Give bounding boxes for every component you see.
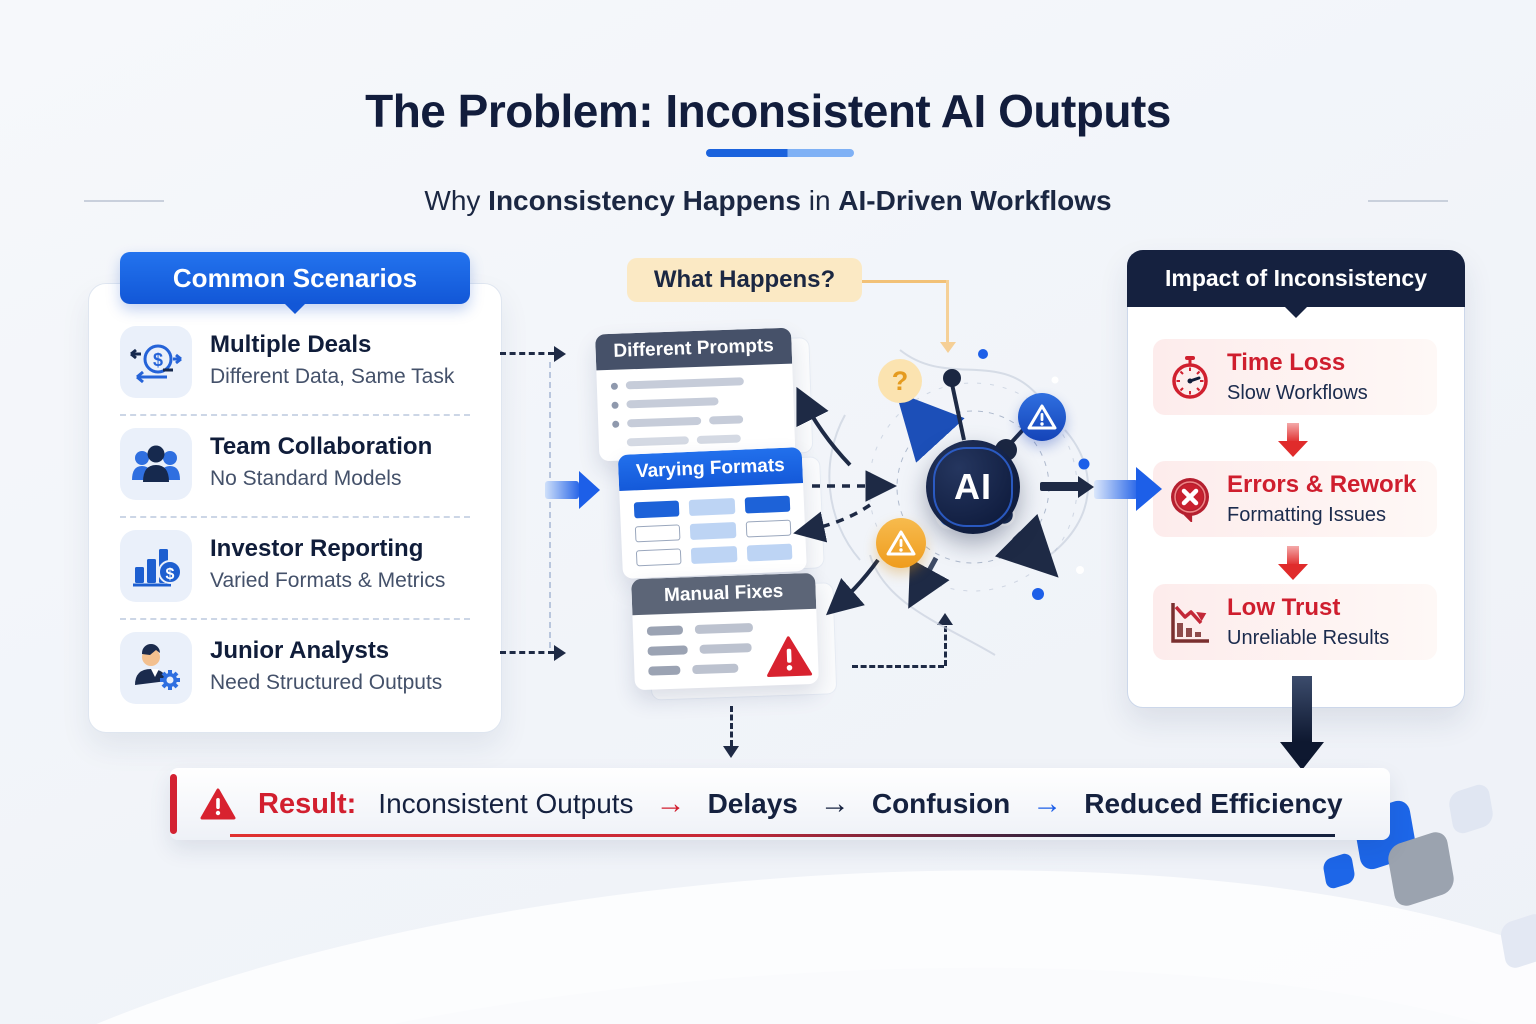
impact-header: Impact of Inconsistency bbox=[1127, 250, 1465, 307]
scenario-title: Team Collaboration bbox=[210, 433, 433, 460]
scenario-item: $ Investor Reporting Varied Formats & Me… bbox=[120, 530, 472, 606]
subtitle-part: Inconsistency Happens bbox=[488, 185, 801, 216]
arrowhead bbox=[940, 342, 956, 353]
flow-connector bbox=[944, 626, 947, 666]
flow-arrow-blue bbox=[1094, 480, 1138, 499]
warning-badge-amber bbox=[876, 518, 926, 568]
impact-down-arrow bbox=[1292, 676, 1312, 742]
red-down-arrow bbox=[1287, 423, 1299, 441]
result-step: Delays bbox=[707, 788, 798, 819]
scenario-subtitle: No Standard Models bbox=[210, 467, 402, 490]
flow-connector bbox=[500, 352, 554, 355]
what-happens-label: What Happens? bbox=[627, 258, 862, 302]
red-down-arrow bbox=[1287, 546, 1299, 564]
subtitle-part: in bbox=[800, 185, 839, 216]
flow-connector bbox=[730, 706, 733, 746]
result-step: Confusion bbox=[871, 788, 1011, 819]
scenario-item: Junior Analysts Need Structured Outputs bbox=[120, 632, 472, 708]
orange-connector bbox=[862, 280, 948, 283]
decor-diamond bbox=[1447, 781, 1495, 837]
flow-arrow: → bbox=[819, 787, 850, 820]
scenario-title: Investor Reporting bbox=[210, 535, 424, 562]
team-icon bbox=[120, 428, 192, 500]
result-accent bbox=[170, 774, 177, 834]
question-mark: ? bbox=[891, 365, 909, 396]
impact-subtitle: Formatting Issues bbox=[1227, 504, 1386, 526]
scenario-subtitle: Different Data, Same Task bbox=[210, 365, 455, 388]
impact-title: Errors & Rework bbox=[1227, 471, 1417, 498]
arrowhead bbox=[554, 645, 566, 661]
card-manual-fixes: Manual Fixes bbox=[631, 572, 838, 701]
orange-connector bbox=[946, 280, 949, 342]
card-varying-formats: Varying Formats bbox=[617, 447, 825, 579]
flow-connector bbox=[549, 362, 551, 648]
scenario-item: Team Collaboration No Standard Models bbox=[120, 428, 472, 504]
flow-arrow: → bbox=[655, 787, 686, 820]
scenario-subtitle: Varied Formats & Metrics bbox=[210, 569, 446, 592]
subtitle-part: AI-Driven Workflows bbox=[838, 185, 1112, 216]
result-step: Reduced Efficiency bbox=[1084, 788, 1343, 819]
arrowhead bbox=[554, 346, 566, 362]
flow-connector bbox=[500, 651, 554, 654]
arrowhead bbox=[1078, 476, 1094, 498]
arrowhead bbox=[1278, 441, 1308, 457]
flow-connector bbox=[852, 665, 944, 668]
scenario-subtitle: Need Structured Outputs bbox=[210, 671, 443, 694]
result-bar: Result: Inconsistent Outputs → Delays → … bbox=[170, 768, 1390, 840]
stopwatch-icon bbox=[1167, 354, 1213, 400]
page-subtitle: Why Inconsistency Happens in AI-Driven W… bbox=[0, 185, 1536, 217]
impact-panel: Impact of Inconsistency bbox=[1127, 250, 1465, 708]
scenarios-header: Common Scenarios bbox=[120, 252, 470, 304]
result-step: Inconsistent Outputs bbox=[378, 788, 634, 819]
arrowhead bbox=[723, 746, 739, 758]
warning-triangle-icon bbox=[765, 635, 813, 684]
arrowhead bbox=[1278, 564, 1308, 580]
subtitle-part: Why bbox=[424, 185, 489, 216]
arrowhead bbox=[579, 471, 600, 509]
impact-title: Time Loss bbox=[1227, 349, 1346, 376]
warning-triangle-icon bbox=[200, 788, 236, 821]
page-title: The Problem: Inconsistent AI Outputs bbox=[365, 85, 1171, 137]
arrowhead bbox=[1136, 467, 1162, 511]
impact-item: Low Trust Unreliable Results bbox=[1153, 584, 1437, 660]
arrowhead bbox=[937, 613, 953, 625]
title-underline bbox=[706, 149, 854, 157]
scenario-title: Junior Analysts bbox=[210, 637, 390, 664]
divider-line bbox=[84, 200, 164, 202]
impact-item: Time Loss Slow Workflows bbox=[1153, 339, 1437, 415]
error-badge-icon bbox=[1167, 476, 1213, 522]
scenario-title: Multiple Deals bbox=[210, 331, 372, 358]
warning-badge-blue bbox=[1018, 393, 1066, 441]
separator bbox=[120, 618, 470, 620]
result-label: Result: bbox=[258, 787, 357, 820]
separator bbox=[120, 516, 470, 518]
impact-title: Low Trust bbox=[1227, 594, 1341, 621]
ai-ring bbox=[933, 447, 1013, 527]
declining-chart-icon bbox=[1167, 599, 1213, 645]
flow-arrow-blue bbox=[545, 481, 579, 499]
decor-diamond bbox=[1322, 851, 1356, 891]
impact-subtitle: Unreliable Results bbox=[1227, 627, 1390, 649]
flow-arrow-navy bbox=[1040, 482, 1080, 491]
chart-dollar-icon: $ bbox=[120, 530, 192, 602]
currency-exchange-icon: $ bbox=[120, 326, 192, 398]
svg-text:$: $ bbox=[153, 350, 163, 370]
card-different-prompts: Different Prompts bbox=[595, 327, 814, 462]
divider-line bbox=[1368, 200, 1448, 202]
question-badge: ? bbox=[878, 359, 922, 403]
impact-item: Errors & Rework Formatting Issues bbox=[1153, 461, 1437, 537]
scenario-item: $ Multiple Deals Different Data, Same Ta… bbox=[120, 326, 472, 402]
flow-arrow: → bbox=[1032, 787, 1063, 820]
arrowhead bbox=[1280, 742, 1324, 770]
result-underline bbox=[230, 834, 1335, 837]
ai-node: AI bbox=[926, 440, 1020, 534]
separator bbox=[120, 414, 470, 416]
svg-text:$: $ bbox=[166, 566, 175, 583]
analyst-gear-icon bbox=[120, 632, 192, 704]
impact-subtitle: Slow Workflows bbox=[1227, 382, 1368, 404]
